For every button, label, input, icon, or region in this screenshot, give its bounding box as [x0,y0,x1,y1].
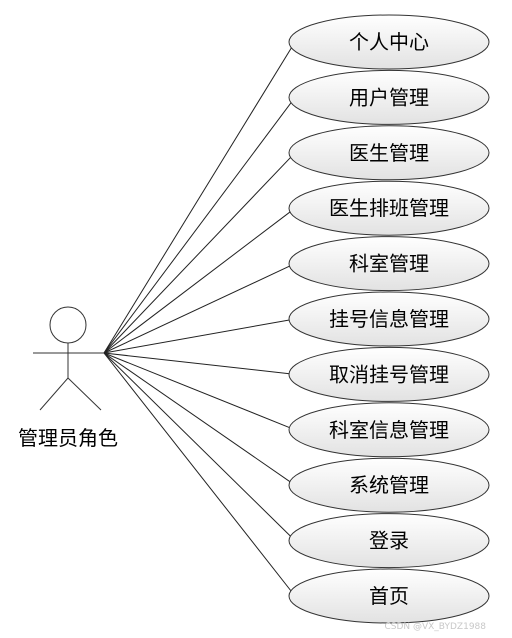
use-case-label: 科室管理 [349,252,429,276]
use-case-ellipse [288,346,490,402]
use-case-ellipse [288,457,490,513]
use-case-ellipse [288,568,490,624]
use-case-ellipse [288,180,490,236]
use-case-doctor-management: 医生管理 [288,125,490,181]
association-line [103,97,296,354]
use-case-label: 科室信息管理 [329,418,449,442]
use-case-ellipse [288,402,490,458]
association-line [103,207,296,354]
use-case-home: 首页 [288,568,490,624]
use-case-list: 个人中心用户管理医生管理医生排班管理科室管理挂号信息管理取消挂号管理科室信息管理… [288,14,490,624]
actor-head [49,306,87,344]
use-case-department-info-management: 科室信息管理 [288,402,490,458]
association-line [103,152,296,354]
use-case-label: 系统管理 [349,473,429,497]
use-case-label: 个人中心 [349,30,429,54]
actor-left-leg [39,377,69,411]
use-case-personal-center: 个人中心 [288,14,490,70]
use-case-department-management: 科室管理 [288,236,490,292]
use-case-label: 医生管理 [349,141,429,165]
use-case-label: 登录 [369,529,409,553]
use-case-label: 首页 [369,584,409,608]
use-case-label: 医生排班管理 [329,196,449,220]
use-case-system-management: 系统管理 [288,457,490,513]
association-line [103,352,296,431]
watermark: CSDN @VX_BYDZ1988 [384,622,486,632]
association-line [103,263,296,354]
use-case-label: 挂号信息管理 [329,307,449,331]
use-case-ellipse [288,236,490,292]
actor-name: 管理员角色 [18,426,118,450]
use-case-ellipse [288,513,490,569]
use-case-user-management: 用户管理 [288,69,490,125]
use-case-label: 取消挂号管理 [329,362,449,386]
association-lines [103,41,296,597]
use-case-ellipse [288,125,490,181]
use-case-ellipse [288,69,490,125]
association-line [103,352,296,541]
use-case-label: 用户管理 [349,85,429,109]
use-case-login: 登录 [288,513,490,569]
association-line [103,352,296,486]
use-case-registration-info-management: 挂号信息管理 [288,291,490,347]
association-line [103,41,296,354]
use-case-ellipse [288,291,490,347]
actor-right-leg [67,377,102,411]
use-case-ellipse [288,14,490,70]
association-line [103,352,296,375]
association-line [103,352,296,597]
use-case-cancel-registration-management: 取消挂号管理 [288,346,490,402]
association-line [103,318,296,354]
actor: 管理员角色 [18,306,118,450]
use-case-doctor-schedule-management: 医生排班管理 [288,180,490,236]
